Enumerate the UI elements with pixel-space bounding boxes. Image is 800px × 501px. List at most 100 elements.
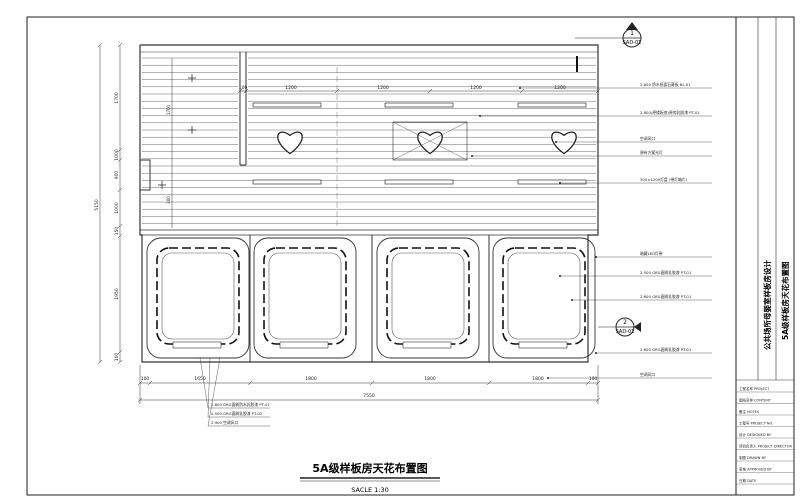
callout-text-right: 2.800(原楼板底)原房乳胶漆 PT-01	[640, 110, 700, 115]
dim-tick	[247, 380, 253, 386]
callout-leaders: 2.800 防水纸面石膏板 BL-01 2.800(原楼板底)原房乳胶漆 PT-0…	[199, 82, 712, 427]
title-block-row: 项目负责人 PROJECT DIRECTOR	[739, 444, 793, 449]
callout-text-right: 空调风口	[640, 372, 655, 377]
bay-inner	[391, 252, 465, 340]
dim-tick	[486, 380, 492, 386]
dim-text-bottom: 1800	[532, 376, 544, 382]
light-panel	[384, 102, 454, 108]
bay-led-strip	[502, 247, 586, 345]
callout-dot	[559, 182, 561, 184]
callout-text-right: 暗藏LED灯带	[640, 251, 663, 256]
section-marker-side-ref: SAD-01	[616, 329, 635, 335]
dim-tick	[243, 88, 249, 94]
section-marker-side: 2 SAD-01	[598, 317, 641, 337]
dim-tick	[117, 157, 123, 163]
drawing-name-vertical: 5A级样板房天花布置图	[780, 261, 790, 340]
section-marker-top: 1 SAD-01	[575, 22, 642, 72]
heart-feature	[277, 131, 303, 155]
section-marker-top-ref: SAD-01	[623, 40, 642, 46]
callout-dot	[519, 87, 521, 89]
dim-text-bottom: 1800	[305, 376, 317, 382]
callout-text-right: 2.800 防水纸面石膏板 BL-01	[640, 82, 691, 87]
bay-vent	[402, 341, 452, 349]
dim-tick	[334, 88, 340, 94]
callout-text-right: 300×1200灯盘 (带灯箱片)	[640, 177, 688, 182]
dim-tick	[117, 359, 123, 365]
heart-frame-diagonal	[392, 121, 468, 161]
title-block-row: 日期 DATE	[739, 478, 756, 483]
light-panel	[252, 179, 322, 185]
callout-text-left: 2.500 GRG面刷乳胶漆 PT-02	[211, 411, 263, 416]
dim-tick	[427, 88, 433, 94]
callout-dot	[555, 141, 557, 143]
dim-text-interior: 1700	[166, 104, 171, 115]
title-block-row: 制图 DRAWN BY	[739, 455, 767, 460]
dim-text-bottom: 1650	[194, 376, 206, 382]
callout-text-right: 2.800 GRG面刷乳胶漆 PT-01	[640, 347, 692, 352]
dim-tick	[97, 359, 103, 365]
bay-outer	[253, 237, 357, 359]
bay-outer	[376, 237, 480, 359]
dim-text-left-total: 5150	[94, 199, 100, 211]
bay-vent	[172, 341, 222, 349]
bay-outer	[492, 237, 596, 359]
bay-vent	[279, 341, 329, 349]
callout-text-right: 2.500 GRG面刷乳胶漆 PT-01	[640, 270, 692, 275]
dim-tick	[117, 233, 123, 239]
callout-text-left: 2.900 空调风口	[211, 420, 238, 425]
bay-inner	[268, 252, 342, 340]
dim-text-bottom: 100	[589, 376, 598, 382]
dim-text-top: 1200	[285, 85, 297, 91]
bay-led-strip	[156, 247, 240, 345]
drawing-scale: SACLE 1:30	[351, 486, 389, 494]
callout-text-right: 原有方案光灯	[640, 150, 663, 155]
title-block-row: 审核 APPROVED BY	[739, 467, 772, 472]
bay-led-strip	[386, 247, 470, 345]
dim-tick	[117, 147, 123, 153]
callout-text-right: 空调风口	[640, 136, 655, 141]
dim-tick	[117, 42, 123, 48]
bay-inner	[161, 252, 235, 340]
dim-tick	[147, 380, 153, 386]
dim-text-left: 1000	[114, 149, 120, 161]
dim-tick	[237, 88, 243, 94]
bay-led-strip	[263, 247, 347, 345]
callout-leader-left	[199, 357, 209, 409]
drawing-title: 5A级样板房天花布置图	[312, 461, 427, 475]
callout-leader-left	[207, 357, 211, 418]
dim-text-bottom: 100	[141, 376, 150, 382]
dim-tick	[519, 88, 525, 94]
dim-text-bottom: 1800	[424, 376, 436, 382]
section-marker-side-num: 2	[623, 319, 627, 326]
heart-feature	[417, 131, 443, 155]
title-block-row: 设计 DESIGNED BY	[739, 432, 772, 437]
title-block-row: 图纸名称 CONTENT	[739, 398, 772, 403]
grg-ceiling-bays	[146, 235, 596, 362]
dim-text-left: 150	[114, 227, 120, 236]
title-block: 公共场所母婴室样板房设计 5A级样板房天花布置图 工程名称 PROJECT图纸名…	[736, 17, 794, 485]
room-outline	[139, 44, 599, 363]
callout-text-right: 2.600 GRG面刷乳胶漆 PT-01	[640, 294, 692, 299]
title-block-row: 备注 NOTES	[739, 409, 760, 414]
drawing-title-block: 5A级样板房天花布置图 SACLE 1:30	[300, 461, 440, 494]
callout-dot	[479, 115, 481, 117]
callout-dot	[595, 256, 597, 258]
light-fixtures	[158, 74, 587, 189]
heart-feature	[551, 131, 577, 155]
ceiling-slats	[142, 57, 596, 224]
callout-text-left: 2.800 GRG面刷防水乳胶漆 PT-02	[211, 402, 270, 407]
dim-tick	[369, 380, 375, 386]
bay-outer	[146, 237, 250, 359]
callout-dot	[559, 275, 561, 277]
bay-vent	[518, 341, 568, 349]
light-panel	[252, 102, 322, 108]
callout-dot	[571, 299, 573, 301]
dim-text-top: 1200	[377, 85, 389, 91]
dim-text-left: 900	[114, 171, 120, 180]
dim-text-interior: 300	[166, 196, 171, 204]
dim-tick	[117, 223, 123, 229]
section-marker-top-num: 1	[630, 30, 634, 37]
